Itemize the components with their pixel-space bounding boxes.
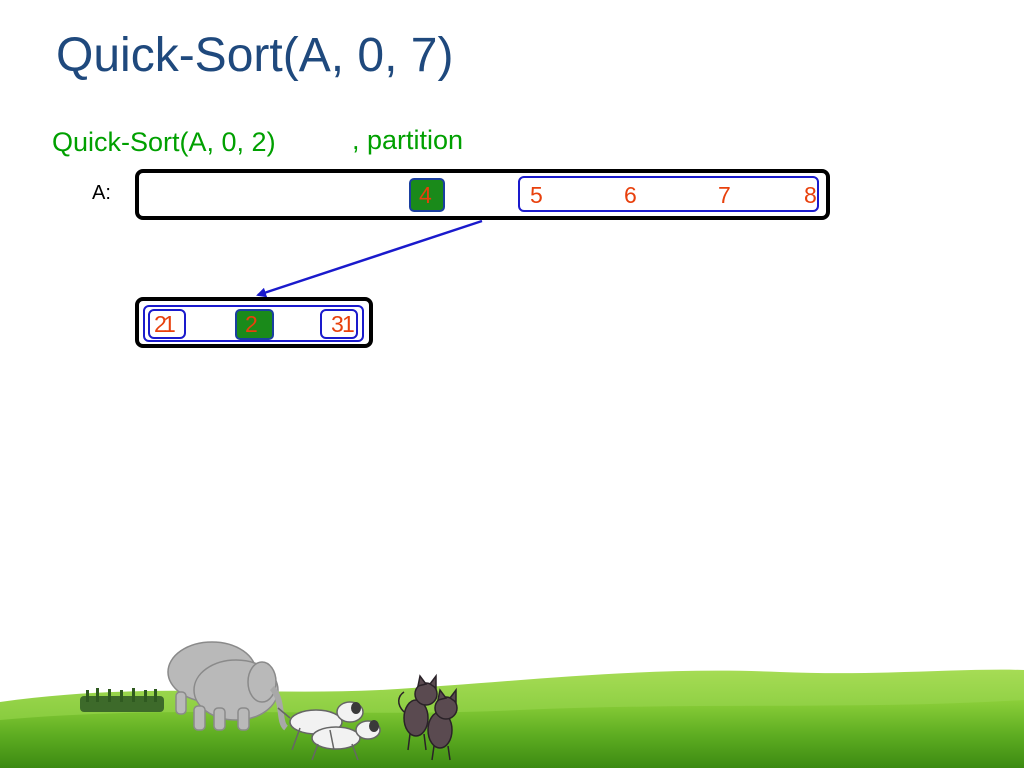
subarray-partition-box — [143, 305, 364, 342]
array-cell-overlay: 1 — [163, 311, 176, 337]
right-partition-box-small — [320, 309, 358, 339]
pivot-value: 4 — [419, 182, 432, 208]
left-partition-box — [148, 309, 186, 339]
decorative-meadow — [0, 641, 1024, 768]
array-cell-pivot: 2 — [245, 311, 258, 337]
array-cell: 6 — [624, 182, 637, 208]
array-cell: 2 — [154, 311, 167, 337]
pivot-cell-box — [409, 178, 445, 212]
array-cell: 3 — [331, 311, 344, 337]
subarray-outer-box — [135, 297, 373, 348]
slide-title: Quick-Sort(A, 0, 7) — [56, 29, 454, 82]
array-label: A: — [92, 182, 111, 204]
subarray-pivot-box — [235, 309, 274, 340]
partition-step-label: , partition — [352, 125, 464, 155]
right-partition-box — [518, 176, 819, 212]
recursive-call-label: Quick-Sort(A, 0, 2) — [52, 127, 276, 157]
array-cell: 5 — [530, 182, 543, 208]
array-outer-box — [135, 169, 830, 220]
array-cell: 8 — [804, 182, 817, 208]
array-cell: 7 — [718, 182, 731, 208]
array-cell-overlay: 1 — [342, 311, 355, 337]
